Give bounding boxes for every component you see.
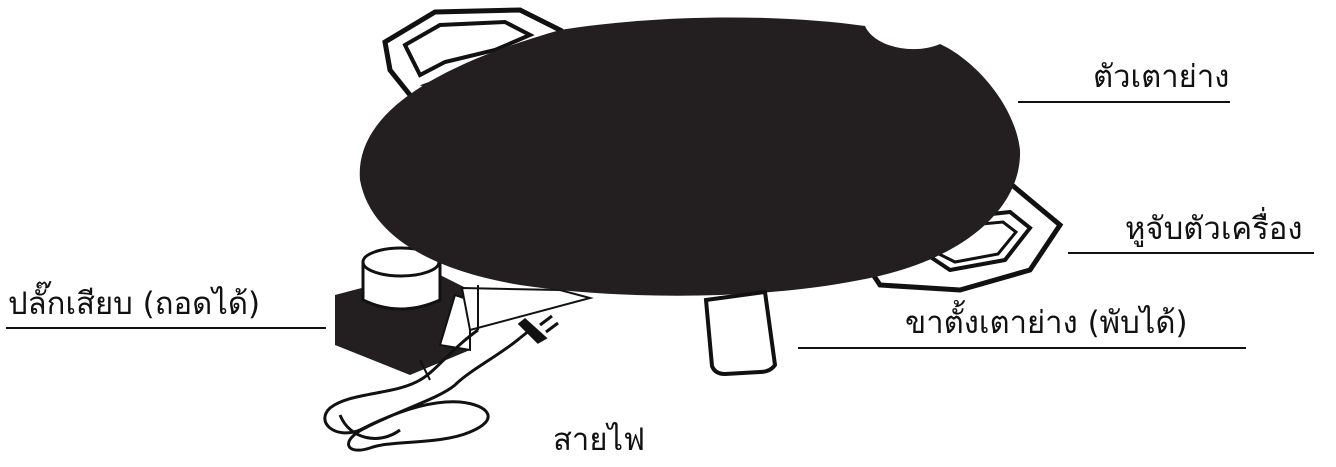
power-cord-label: สายไฟ [553, 422, 646, 458]
pan-body-shape [359, 17, 1021, 296]
body-handle-label: หูจับตัวเครื่อง [1125, 211, 1303, 247]
folding-leg-leader [798, 347, 1246, 349]
plug-unit-shape [335, 246, 594, 381]
folding-leg-label: ขาตั้งเตาย่าง (พับได้) [905, 305, 1188, 341]
plug-leader [6, 327, 326, 329]
folding-leg-shape [703, 289, 778, 377]
plug-label: ปลั๊กเสียบ (ถอดได้) [8, 286, 261, 322]
power-cord-shape [323, 314, 559, 452]
body-handle-leader [1068, 252, 1314, 254]
pan-body-leader [1018, 101, 1230, 103]
pan-body-label: ตัวเตาย่าง [1093, 59, 1230, 95]
